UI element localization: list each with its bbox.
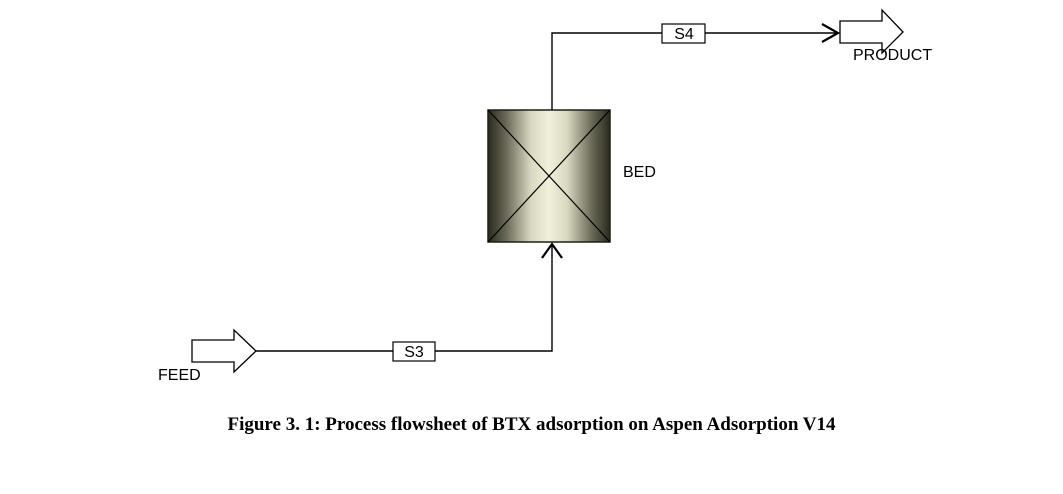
feed-arrow-icon [191, 328, 257, 374]
bed-block[interactable]: BED [487, 109, 656, 243]
stream-s3-label-box [392, 341, 436, 362]
product-port[interactable]: PRODUCT [839, 8, 932, 64]
stream-s4-label: S4 [674, 26, 694, 43]
feed-port[interactable]: FEED [158, 328, 257, 384]
stream-s4[interactable]: S4 [551, 23, 841, 110]
product-label: PRODUCT [853, 47, 932, 64]
figure-caption: Figure 3. 1: Process flowsheet of BTX ad… [227, 414, 836, 435]
product-arrow-icon [839, 8, 904, 55]
stream-s3-line [256, 244, 553, 352]
stream-s3-label: S3 [404, 344, 424, 361]
bed-label: BED [623, 164, 656, 181]
stream-s4-label-box [661, 23, 706, 44]
stream-s3[interactable]: S3 [256, 242, 563, 362]
stream-s4-arrowhead [821, 23, 841, 43]
bed-cross-line-2 [487, 109, 611, 243]
stream-s3-arrowhead [541, 242, 563, 259]
feed-label: FEED [158, 367, 201, 384]
stream-s4-line [551, 32, 838, 110]
